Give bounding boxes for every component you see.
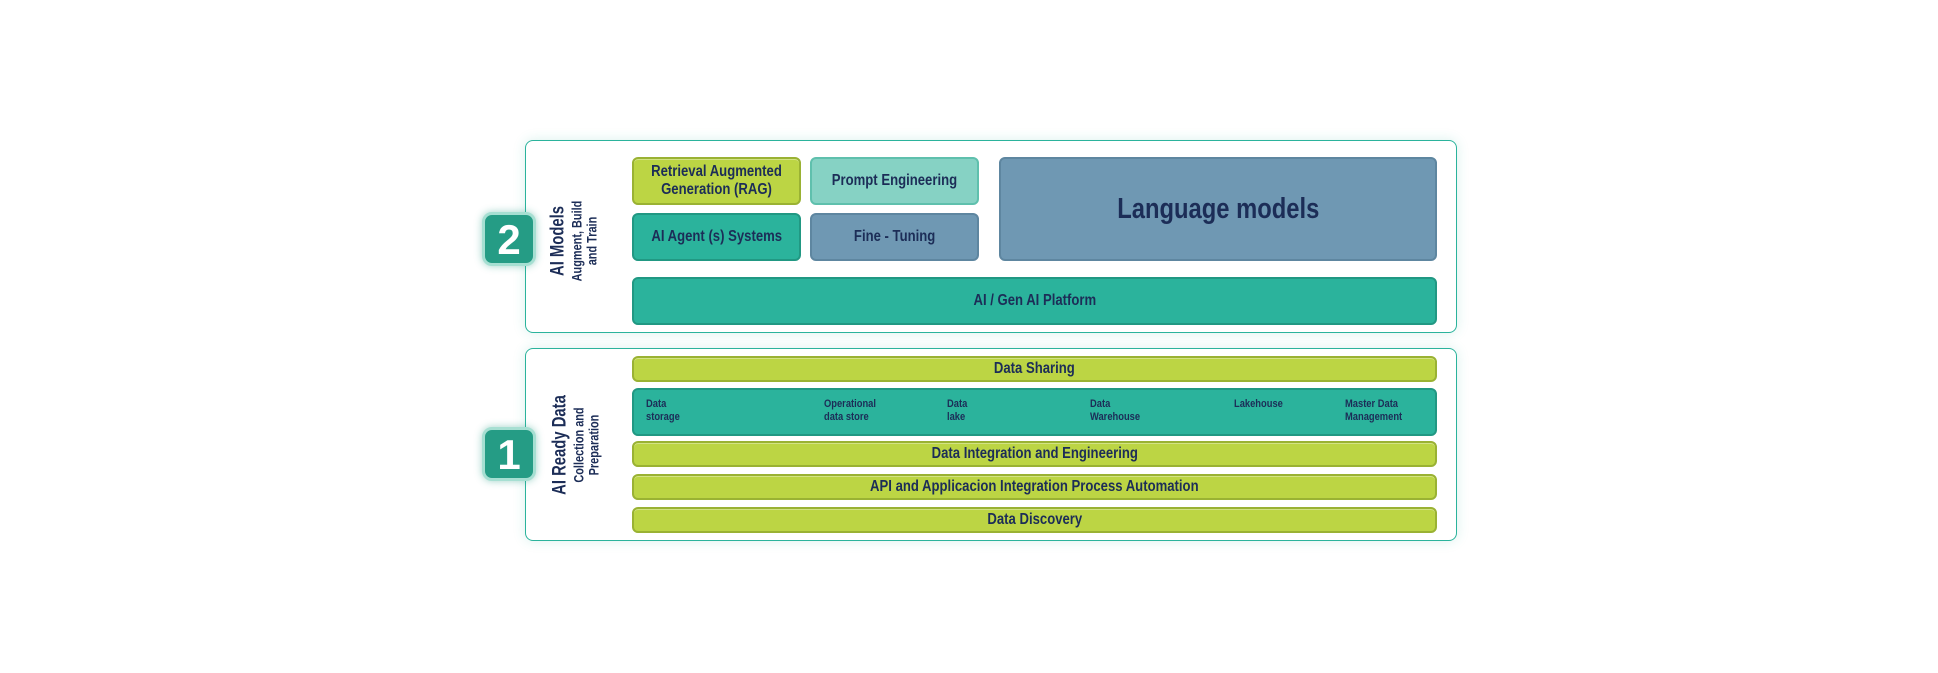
ai-ready-data-title: AI Ready Data Collection and Preparation xyxy=(549,381,602,509)
layer-title: AI Ready Data xyxy=(549,395,571,495)
fine-tuning-label: Fine - Tuning xyxy=(853,228,936,246)
data-storage-row: Data storage Operational data store Data… xyxy=(632,388,1437,436)
gen-ai-platform-label: AI / Gen AI Platform xyxy=(973,292,1096,310)
data-discovery-label: Data Discovery xyxy=(987,511,1082,529)
language-models-box: Language models xyxy=(999,157,1437,261)
prompt-engineering-box: Prompt Engineering xyxy=(810,157,979,205)
data-sharing-label: Data Sharing xyxy=(994,360,1075,378)
layer-title: AI Models xyxy=(547,206,569,277)
api-integration-bar: API and Applicacion Integration Process … xyxy=(632,474,1437,500)
ai-agents-label: AI Agent (s) Systems xyxy=(651,228,782,246)
rag-label: Retrieval Augmented Generation (RAG) xyxy=(651,163,782,198)
storage-item-lakehouse: Lakehouse xyxy=(1234,398,1283,410)
language-models-label: Language models xyxy=(1116,192,1320,225)
layer-subtitle: and Train xyxy=(583,216,600,266)
ai-agents-box: AI Agent (s) Systems xyxy=(632,213,801,261)
prompt-engineering-label: Prompt Engineering xyxy=(831,172,958,190)
fine-tuning-box: Fine - Tuning xyxy=(810,213,979,261)
layer-number-badge: 2 xyxy=(482,212,536,266)
storage-item-master-data-management: Master Data Management xyxy=(1345,398,1403,424)
storage-item-data-lake: Data lake xyxy=(947,398,968,424)
layer-subtitle: Collection and xyxy=(570,407,587,483)
data-sharing-bar: Data Sharing xyxy=(632,356,1437,382)
layer-subtitle: Preparation xyxy=(585,414,602,476)
storage-item-data-storage: Data storage xyxy=(646,398,680,424)
api-integration-label: API and Applicacion Integration Process … xyxy=(870,478,1199,496)
storage-item-operational-data-store: Operational data store xyxy=(824,398,876,424)
storage-item-data-warehouse: Data Warehouse xyxy=(1090,398,1141,424)
ai-models-title: AI Models Augment, Build and Train xyxy=(547,189,600,292)
data-integration-bar: Data Integration and Engineering xyxy=(632,441,1437,467)
rag-box: Retrieval Augmented Generation (RAG) xyxy=(632,157,801,205)
data-discovery-bar: Data Discovery xyxy=(632,507,1437,533)
data-integration-label: Data Integration and Engineering xyxy=(931,445,1138,463)
gen-ai-platform-box: AI / Gen AI Platform xyxy=(632,277,1437,325)
layer-subtitle: Augment, Build xyxy=(568,200,585,282)
layer-number-badge: 1 xyxy=(482,427,536,481)
